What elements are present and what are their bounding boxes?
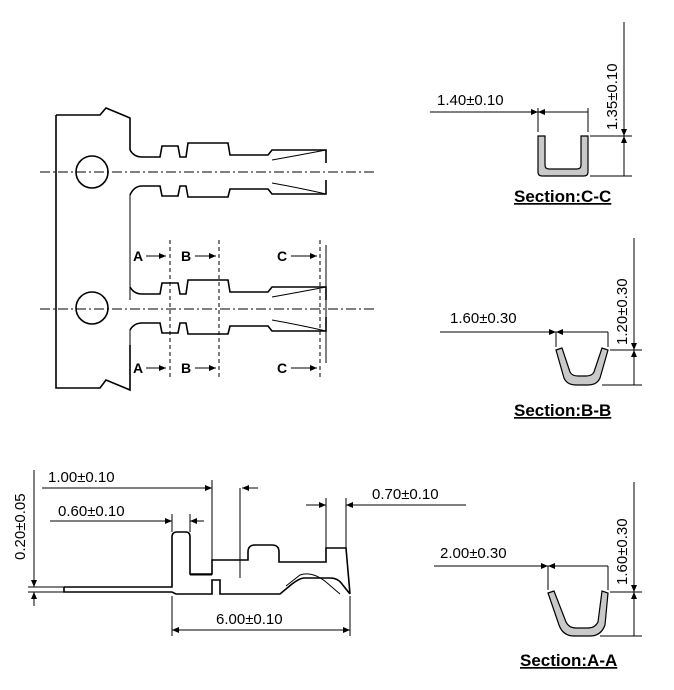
section-marker-c-top: C — [277, 248, 287, 264]
section-bb-title: Section:B-B — [514, 401, 611, 420]
section-aa-title: Section:A-A — [520, 651, 617, 670]
terminal-upper — [129, 142, 327, 300]
section-marker-a-top: A — [133, 248, 143, 264]
side-length-dim: 6.00±0.10 — [216, 611, 283, 628]
side-dim-2: 0.60±0.10 — [58, 503, 125, 520]
terminal-lower — [129, 279, 327, 345]
section-aa-width-dim: 2.00±0.30 — [440, 545, 507, 562]
section-bb-profile — [555, 347, 609, 386]
section-aa-profile — [547, 590, 609, 637]
top-view: A B C A B C — [40, 107, 376, 392]
section-bb-height-dim: 1.20±0.30 — [614, 278, 631, 345]
carrier-strip — [55, 107, 131, 392]
section-cc-width-dim: 1.40±0.10 — [437, 92, 504, 109]
section-aa-height-dim: 1.60±0.30 — [614, 518, 631, 585]
section-bb-width-dim: 1.60±0.30 — [450, 310, 517, 327]
side-thickness-dim: 0.20±0.05 — [12, 493, 29, 560]
section-aa: 2.00±0.30 1.60±0.30 Section:A-A — [434, 482, 642, 670]
section-cc-height-dim: 1.35±0.10 — [604, 63, 621, 130]
section-bb: 1.60±0.30 1.20±0.30 Section:B-B — [440, 238, 642, 420]
pilot-hole-bottom — [75, 291, 109, 325]
side-view: 0.20±0.05 1.00±0.10 0.60±0.10 0.70±0.10 … — [12, 469, 466, 636]
section-cc-title: Section:C-C — [514, 187, 611, 206]
section-marker-b-bottom: B — [181, 360, 191, 376]
side-profile — [63, 531, 351, 595]
section-cc-profile — [537, 135, 589, 177]
section-marker-a-bottom: A — [133, 360, 143, 376]
section-cc: 1.40±0.10 1.35±0.10 Section:C-C — [430, 22, 632, 206]
side-dim-1: 1.00±0.10 — [48, 469, 115, 486]
section-marker-b-top: B — [181, 248, 191, 264]
section-marker-c-bottom: C — [277, 360, 287, 376]
side-dim-3: 0.70±0.10 — [372, 486, 439, 503]
